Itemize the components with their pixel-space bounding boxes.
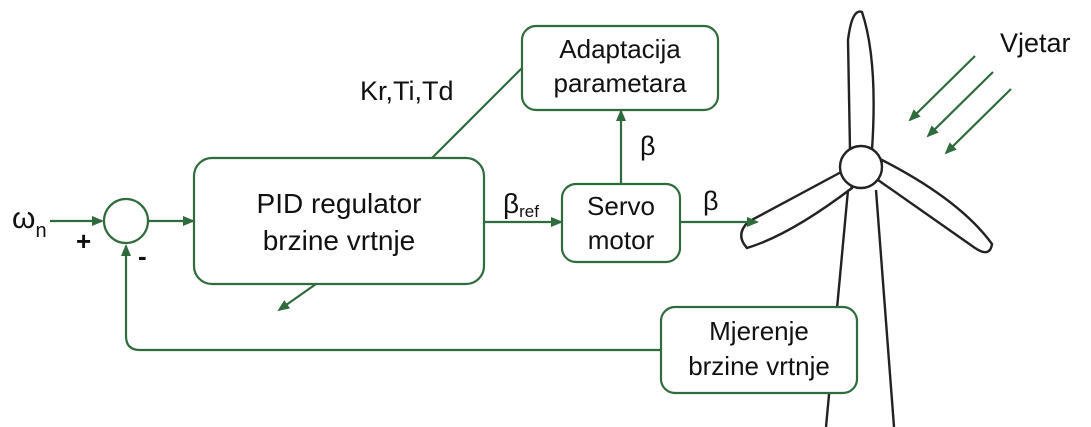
servo-block-line1: Servo — [587, 191, 655, 221]
beta-output-label: β — [703, 186, 719, 216]
adaptation-block-line1: Adaptacija — [559, 34, 681, 64]
measurement-block-line1: Mjerenje — [709, 316, 809, 346]
plus-sign: + — [76, 226, 91, 256]
pid-block-line2: brzine vrtnje — [263, 225, 416, 256]
input-symbol: ω — [12, 202, 35, 235]
adaptation-to-pid-line — [431, 67, 523, 159]
summing-junction — [102, 197, 150, 245]
beta-ref-subscript: ref — [519, 202, 539, 221]
minus-sign: - — [138, 241, 147, 271]
servo-block-line2: motor — [588, 225, 655, 255]
pid-params-label: Kr,Ti,Td — [360, 76, 454, 106]
wind-arrows — [908, 55, 1012, 155]
wind-turbine-icon — [740, 10, 994, 427]
wind-label: Vjetar — [1000, 28, 1071, 58]
pid-regulator-block — [192, 156, 486, 286]
pid-block-line1: PID regulator — [257, 188, 422, 219]
adaptation-block-line2: parametara — [554, 68, 687, 98]
adaptation-arrow-tip — [277, 283, 317, 312]
input-label: ωn — [12, 202, 47, 242]
beta-feedback-label: β — [640, 131, 656, 161]
measurement-block-line2: brzine vrtnje — [688, 351, 830, 381]
beta-ref-symbol: β — [503, 188, 519, 219]
feedback-arrow — [121, 244, 661, 352]
beta-ref-label: βref — [503, 188, 539, 221]
input-subscript: n — [35, 220, 46, 242]
